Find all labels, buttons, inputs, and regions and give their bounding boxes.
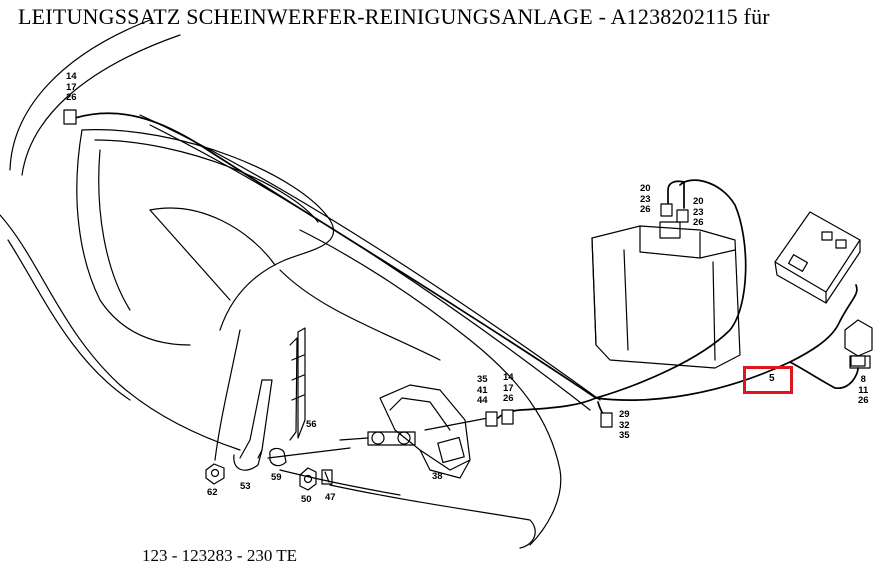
car-body-outline [0,19,601,549]
callout-47: 47 [325,492,336,503]
wiper-arm [233,379,351,471]
model-reference: 123 - 123283 - 230 TE [142,546,298,565]
callout-62: 62 [207,487,218,498]
callout-35-41-44: 35 41 44 [477,374,488,406]
callout-59: 59 [271,472,282,483]
diagram-title: LEITUNGSSATZ SCHEINWERFER-REINIGUNGSANLA… [18,4,770,29]
callout-20-23-26-a: 20 23 26 [640,183,651,215]
callout-29-32-35: 29 32 35 [619,409,630,441]
callout-50: 50 [301,494,312,505]
connectors [63,109,866,428]
callout-38: 38 [432,471,443,482]
callout-53: 53 [240,481,251,492]
wiper-motor [339,384,489,479]
washer-fluid-tank [591,221,741,369]
callout-20-23-26-b: 20 23 26 [693,196,704,228]
callout-14-17-26-mid: 14 17 26 [503,372,514,404]
callout-8-11-26: 8 11 26 [858,374,869,406]
callout-14-17-26-top: 14 17 26 [66,71,77,103]
control-unit [774,211,861,304]
callout-56: 56 [306,419,317,430]
small-parts [205,447,333,491]
wiring-harness [74,112,859,421]
wiper-blade [289,327,306,441]
highlight-box-part-5[interactable] [743,366,793,394]
callout-5-highlighted: 5 [769,373,775,384]
